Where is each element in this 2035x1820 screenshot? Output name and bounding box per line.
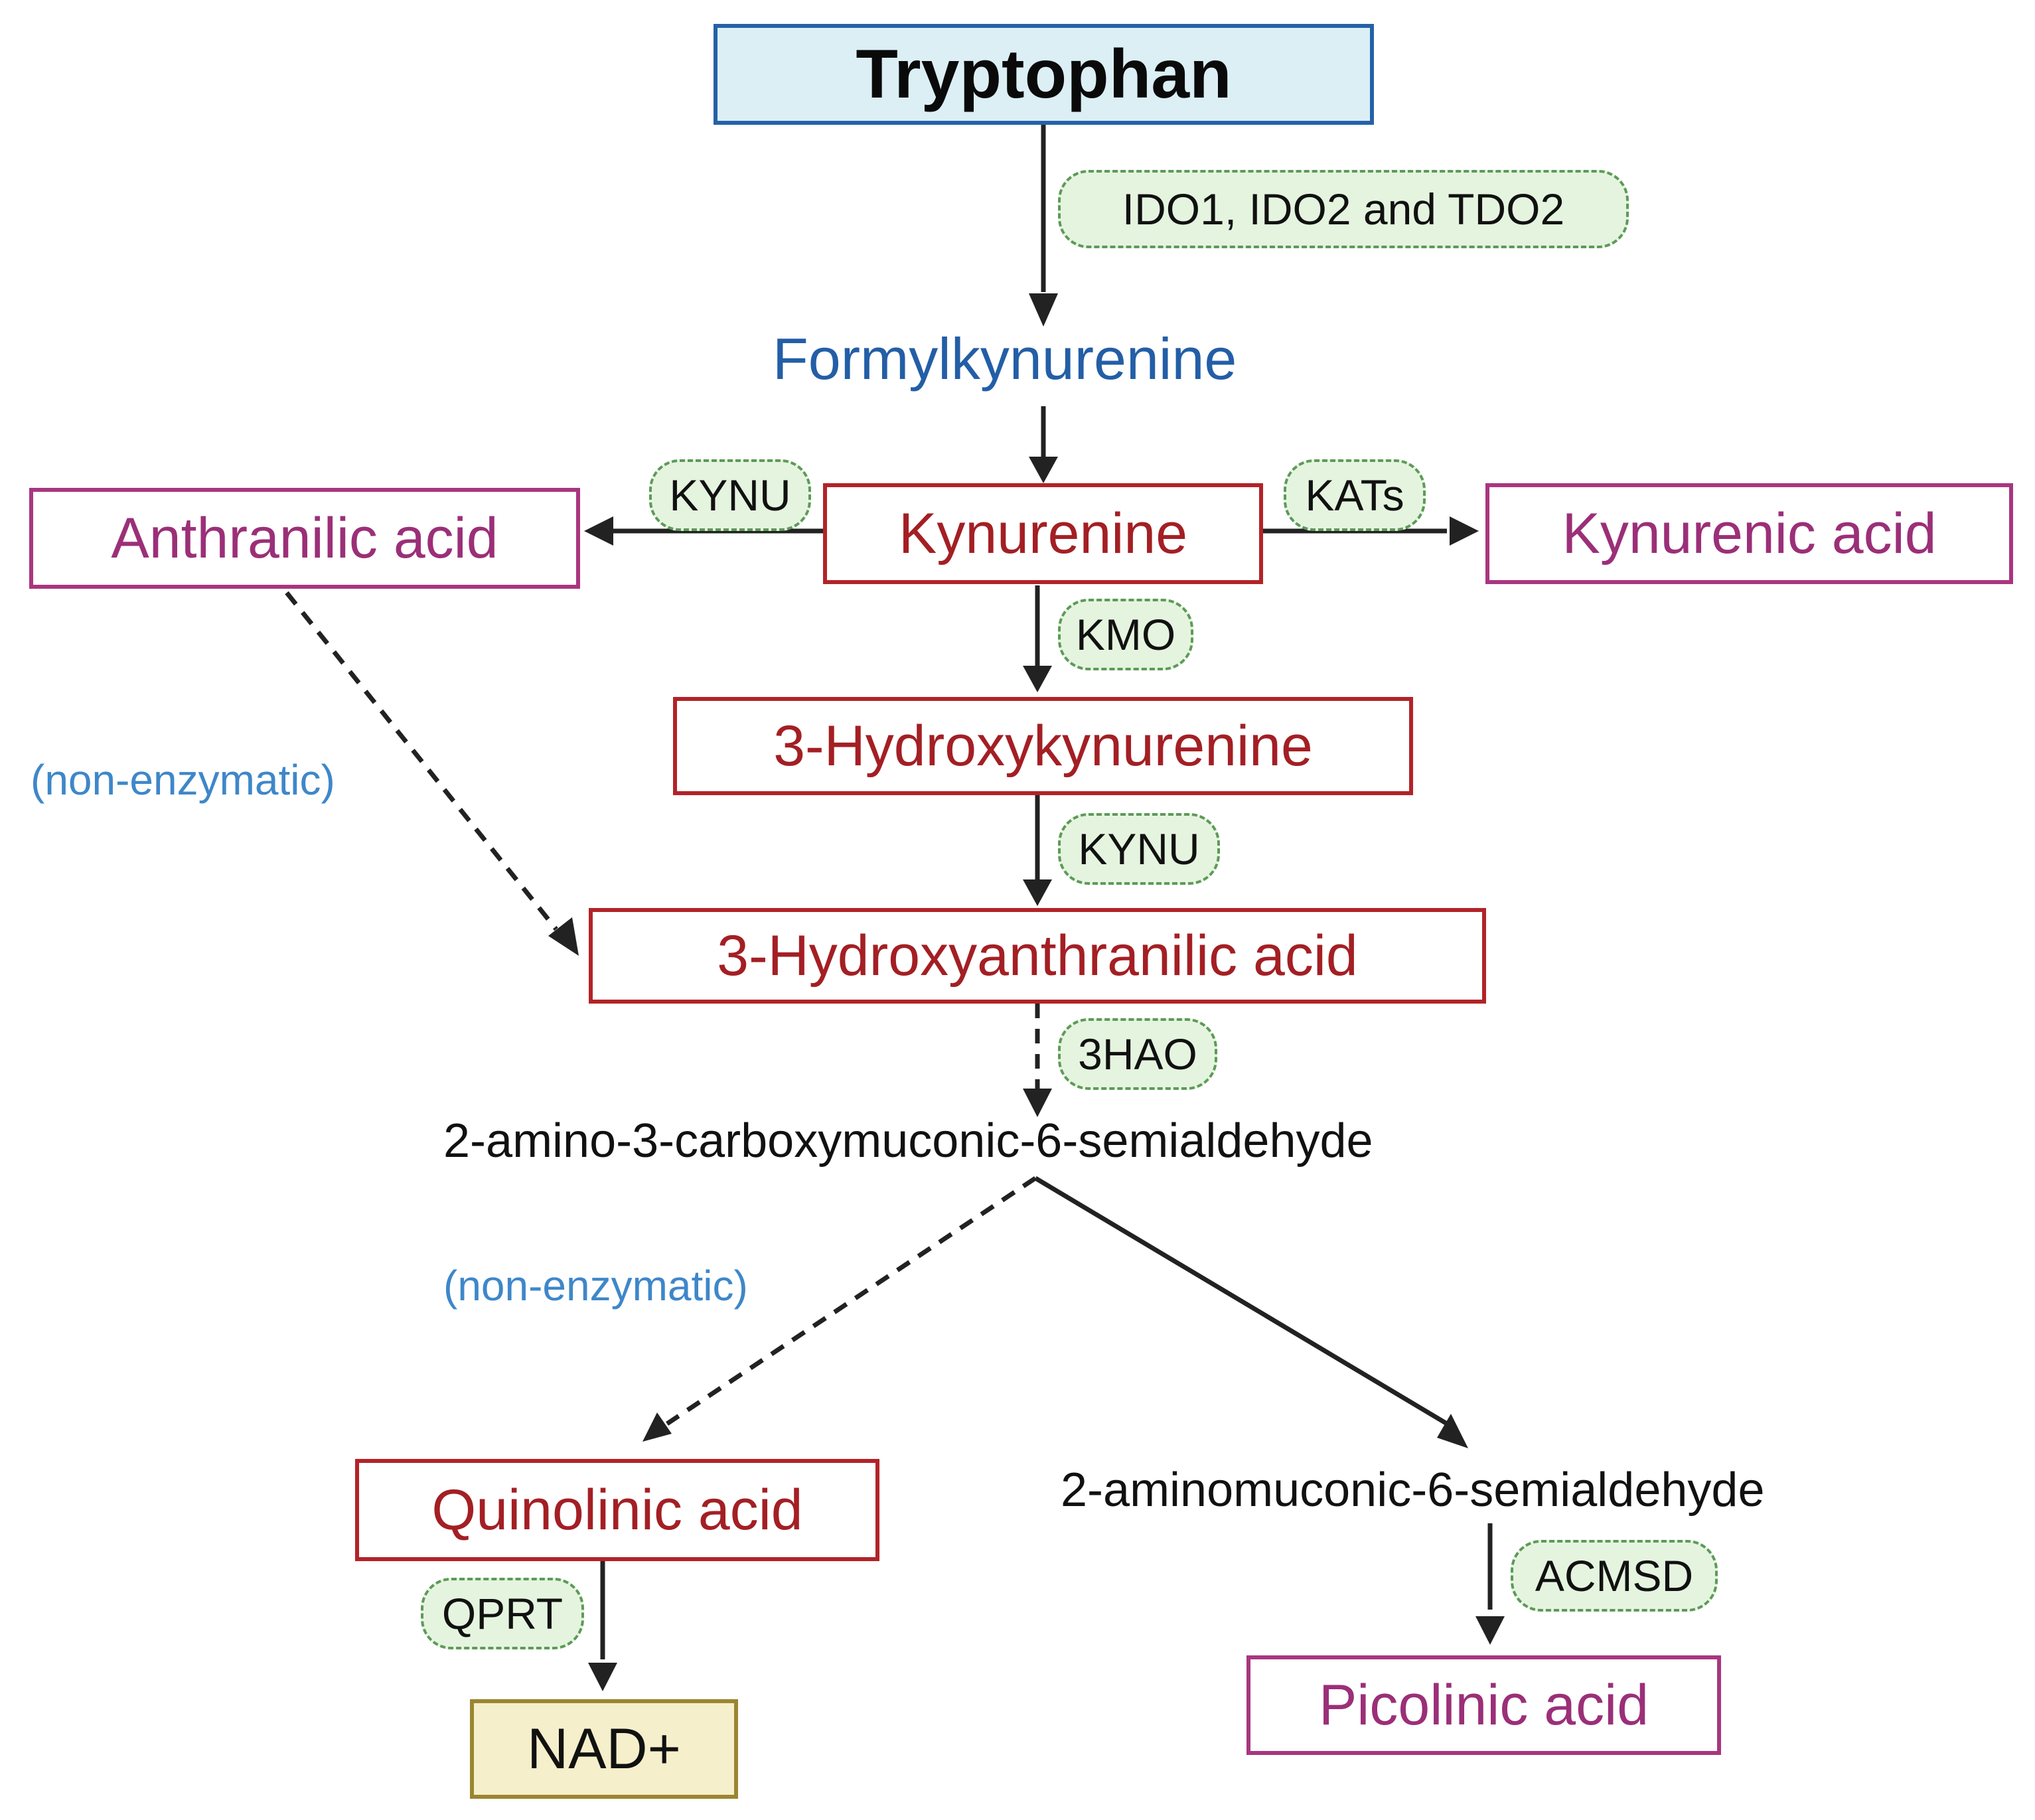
enzyme-3hao: 3HAO — [1058, 1018, 1217, 1090]
arrowhead-formylkynurenine — [1029, 293, 1058, 327]
arrowhead-3hk — [1023, 666, 1052, 692]
arrowhead-nad — [588, 1663, 617, 1691]
enzyme-kats: KATs — [1284, 459, 1426, 531]
note-non-enzymatic-lower: (non-enzymatic) — [443, 1262, 748, 1310]
enzyme-kmo: KMO — [1058, 599, 1193, 670]
enzyme-acmsd: ACMSD — [1511, 1540, 1718, 1612]
node-quinolinic-acid-label: Quinolinic acid — [431, 1478, 803, 1542]
node-anthranilic-acid-label: Anthranilic acid — [111, 506, 498, 570]
node-3-hydroxykynurenine: 3-Hydroxykynurenine — [673, 697, 1413, 795]
node-picolinic-acid: Picolinic acid — [1246, 1655, 1721, 1755]
node-tryptophan: Tryptophan — [714, 24, 1374, 125]
enzyme-qprt: QPRT — [421, 1578, 584, 1649]
arrowhead-picolinic — [1475, 1616, 1505, 1645]
arrowhead-quinolinic — [642, 1412, 672, 1442]
arrowhead-kynurenine — [1029, 457, 1058, 483]
node-picolinic-acid-label: Picolinic acid — [1318, 1673, 1649, 1737]
enzyme-ido-tdo: IDO1, IDO2 and TDO2 — [1058, 170, 1629, 248]
arrowhead-anthranilic — [584, 516, 613, 546]
arrowhead-acms — [1023, 1089, 1052, 1117]
node-kynurenine-label: Kynurenine — [898, 501, 1188, 566]
node-anthranilic-acid: Anthranilic acid — [29, 488, 580, 589]
node-kynurenic-acid-label: Kynurenic acid — [1562, 501, 1937, 566]
arrowhead-3haa — [1023, 879, 1052, 906]
enzyme-kynu-left: KYNU — [649, 459, 811, 531]
enzyme-kynu-mid: KYNU — [1058, 813, 1220, 885]
arrowhead-3haa-from-anthranilic — [548, 917, 579, 956]
node-ams: 2-aminomuconic-6-semialdehyde — [1061, 1464, 1765, 1517]
arrowhead-ams — [1437, 1414, 1468, 1448]
node-formylkynurenine: Formylkynurenine — [773, 326, 1237, 392]
node-kynurenic-acid: Kynurenic acid — [1485, 483, 2013, 584]
node-tryptophan-label: Tryptophan — [856, 35, 1232, 113]
arrow-anthranilic-to-3haa — [285, 591, 558, 931]
node-kynurenine: Kynurenine — [823, 483, 1263, 584]
node-nad-label: NAD+ — [527, 1716, 681, 1781]
node-3-hydroxyanthranilic-acid: 3-Hydroxyanthranilic acid — [589, 908, 1486, 1004]
arrow-acms-to-ams — [1034, 1175, 1448, 1426]
node-3-hydroxyanthranilic-acid-label: 3-Hydroxyanthranilic acid — [717, 923, 1358, 988]
node-quinolinic-acid: Quinolinic acid — [355, 1459, 879, 1561]
node-3-hydroxykynurenine-label: 3-Hydroxykynurenine — [773, 714, 1313, 778]
node-nad: NAD+ — [470, 1699, 738, 1799]
arrowhead-kynurenic — [1450, 516, 1479, 546]
node-acms: 2-amino-3-carboxymuconic-6-semialdehyde — [443, 1114, 1373, 1168]
note-non-enzymatic-upper: (non-enzymatic) — [31, 756, 335, 804]
